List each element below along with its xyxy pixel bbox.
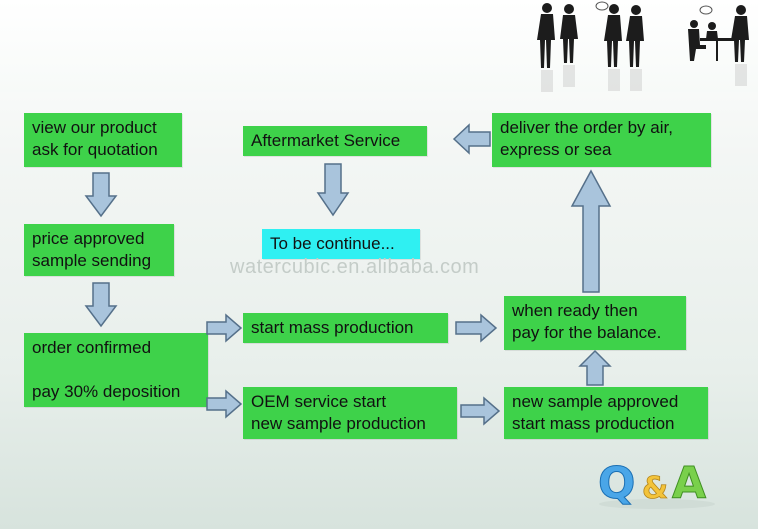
box-new-sample-approved: new sample approved start mass productio… (504, 387, 708, 439)
box-deliver-order: deliver the order by air, express or sea (492, 113, 711, 167)
box-view-product: view our product ask for quotation (24, 113, 182, 167)
arrow-down-icon (84, 172, 118, 218)
watermark-text: watercubic.en.alibaba.com (230, 256, 480, 278)
box-order-confirmed: order confirmed pay 30% deposition (24, 333, 208, 407)
svg-text:Q: Q (598, 458, 635, 509)
arrow-down-icon (316, 163, 350, 217)
arrow-up-icon (578, 349, 612, 386)
box-aftermarket-service: Aftermarket Service (243, 126, 427, 156)
arrow-left-icon (452, 123, 491, 155)
qa-logo-icon: Q & A (598, 458, 715, 510)
box-oem-service: OEM service start new sample production (243, 387, 457, 439)
arrow-down-icon (84, 282, 118, 328)
box-price-approved: price approved sample sending (24, 224, 174, 276)
people-silhouettes-icon (537, 1, 749, 92)
box-to-be-continue: To be continue... (262, 229, 420, 259)
svg-text:A: A (672, 458, 706, 509)
svg-text:&: & (642, 471, 668, 506)
arrow-right-icon (206, 389, 243, 419)
box-pay-balance: when ready then pay for the balance. (504, 296, 686, 350)
arrow-right-icon (460, 396, 501, 426)
arrow-right-icon (455, 313, 498, 343)
box-start-mass-production: start mass production (243, 313, 448, 343)
arrow-up-icon (570, 169, 612, 293)
arrow-right-icon (206, 313, 243, 343)
